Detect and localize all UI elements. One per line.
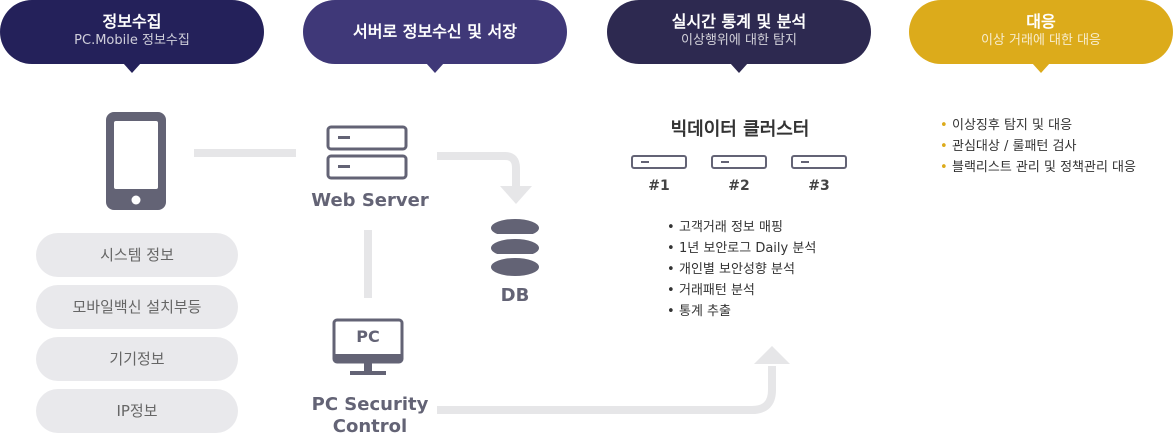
header-collect-title: 정보수집 bbox=[102, 12, 162, 31]
collect-item: 모바일백신 설치부등 bbox=[36, 285, 238, 329]
header-collect: 정보수집 PC.Mobile 정보수집 bbox=[0, 0, 264, 73]
header-response-subtitle: 이상 거래에 대한 대응 bbox=[980, 33, 1102, 48]
header-analysis-subtitle: 이상행위에 대한 탐지 bbox=[681, 33, 797, 48]
bigdata-bullets: 고객거래 정보 매핑 1년 보안로그 Daily 분석 개인별 보안성향 분석 … bbox=[667, 217, 816, 322]
list-item: 고객거래 정보 매핑 bbox=[667, 217, 816, 238]
collect-item: 시스템 정보 bbox=[36, 233, 238, 277]
pc-security-label-line1: PC Security bbox=[311, 394, 429, 415]
connector-pc-bigdata bbox=[437, 366, 776, 414]
header-server-title: 서버로 정보수신 및 서장 bbox=[353, 22, 517, 41]
cluster-node-icon bbox=[631, 155, 687, 169]
list-item: 거래패턴 분석 bbox=[667, 280, 816, 301]
db-label: DB bbox=[500, 285, 530, 306]
cluster-node-label: #2 bbox=[728, 178, 750, 194]
web-server-label: Web Server bbox=[311, 190, 429, 211]
cluster-node-label: #3 bbox=[808, 178, 830, 194]
collect-item: IP정보 bbox=[36, 389, 238, 433]
header-collect-subtitle: PC.Mobile 정보수집 bbox=[74, 33, 190, 48]
cluster-node-icon bbox=[711, 155, 767, 169]
list-item: 1년 보안로그 Daily 분석 bbox=[667, 238, 816, 259]
arrowhead-bigdata bbox=[754, 346, 790, 364]
header-response: 대응 이상 거래에 대한 대응 bbox=[909, 0, 1173, 73]
header-response-title: 대응 bbox=[1026, 12, 1056, 31]
arrowhead-db bbox=[500, 186, 532, 204]
header-server: 서버로 정보수신 및 서장 bbox=[303, 0, 567, 73]
pc-icon: PC bbox=[332, 318, 404, 382]
list-item: 개인별 보안성향 분석 bbox=[667, 259, 816, 280]
pc-security-label: PC Security Control bbox=[290, 394, 450, 438]
server-icon bbox=[326, 125, 408, 180]
list-item: 블랙리스트 관리 및 정책관리 대응 bbox=[940, 157, 1136, 178]
response-bullets: 이상징후 탐지 및 대응 관심대상 / 룰패턴 검사 블랙리스트 관리 및 정책… bbox=[940, 115, 1136, 178]
pc-security-label-line2: Control bbox=[332, 416, 408, 437]
list-item: 관심대상 / 룰패턴 검사 bbox=[940, 136, 1136, 157]
cluster-node-icon bbox=[791, 155, 847, 169]
header-analysis-title: 실시간 통계 및 분석 bbox=[671, 12, 807, 31]
database-icon bbox=[491, 219, 539, 276]
header-analysis: 실시간 통계 및 분석 이상행위에 대한 탐지 bbox=[607, 0, 871, 73]
bigdata-title: 빅데이터 클러스터 bbox=[670, 119, 810, 140]
list-item: 통계 추출 bbox=[667, 301, 816, 322]
list-item: 이상징후 탐지 및 대응 bbox=[940, 115, 1136, 136]
mobile-phone-icon bbox=[106, 112, 166, 210]
connector-webserver-db bbox=[437, 152, 520, 188]
cluster-node-label: #1 bbox=[648, 178, 670, 194]
collect-item: 기기정보 bbox=[36, 337, 238, 381]
pc-icon-text: PC bbox=[356, 327, 380, 346]
